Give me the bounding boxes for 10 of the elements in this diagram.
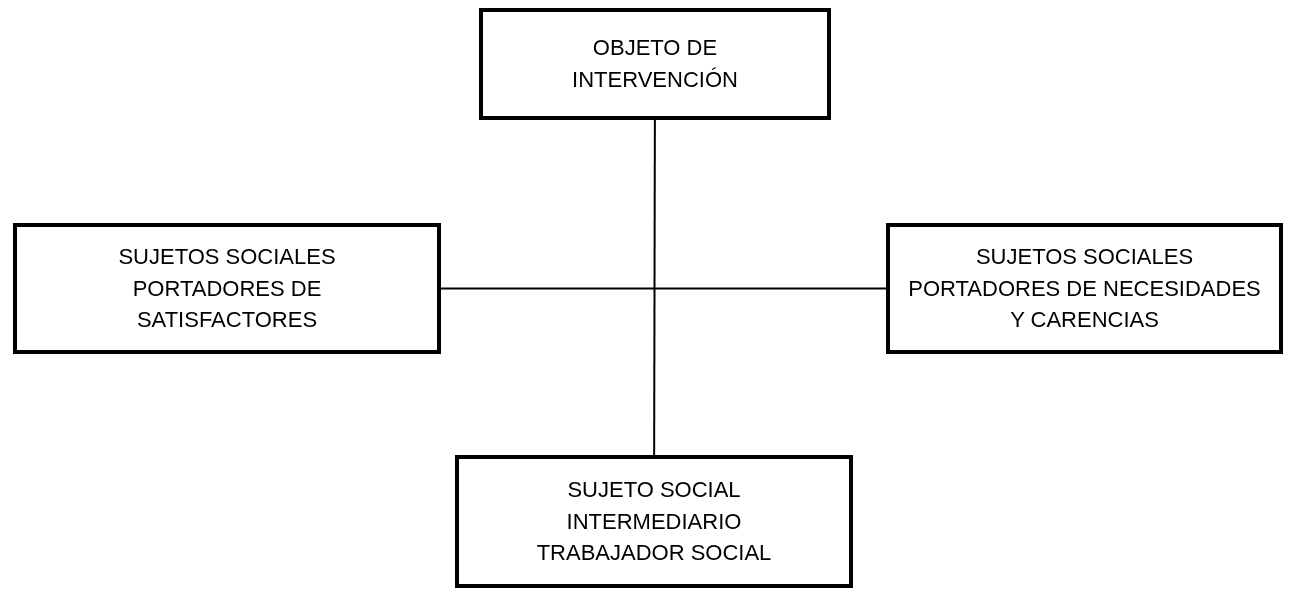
box-label: SUJETOS SOCIALES PORTADORES DE SATISFACTORES bbox=[117, 242, 337, 335]
text-box bbox=[455, 455, 853, 588]
box-label: SUJETOS SOCIALES PORTADORES DE NECESIDADES Y CARENCIAS bbox=[907, 242, 1262, 335]
connector-line bbox=[653, 119, 656, 456]
connector-line bbox=[440, 287, 887, 290]
box-label: OBJETO DE INTERVENCIÓN bbox=[571, 34, 739, 94]
text-box bbox=[886, 223, 1283, 354]
text-box bbox=[13, 223, 441, 354]
box-label: SUJETO SOCIAL INTERMEDIARIO TRABAJADOR SOCIAL bbox=[535, 475, 773, 568]
text-box bbox=[479, 8, 831, 120]
